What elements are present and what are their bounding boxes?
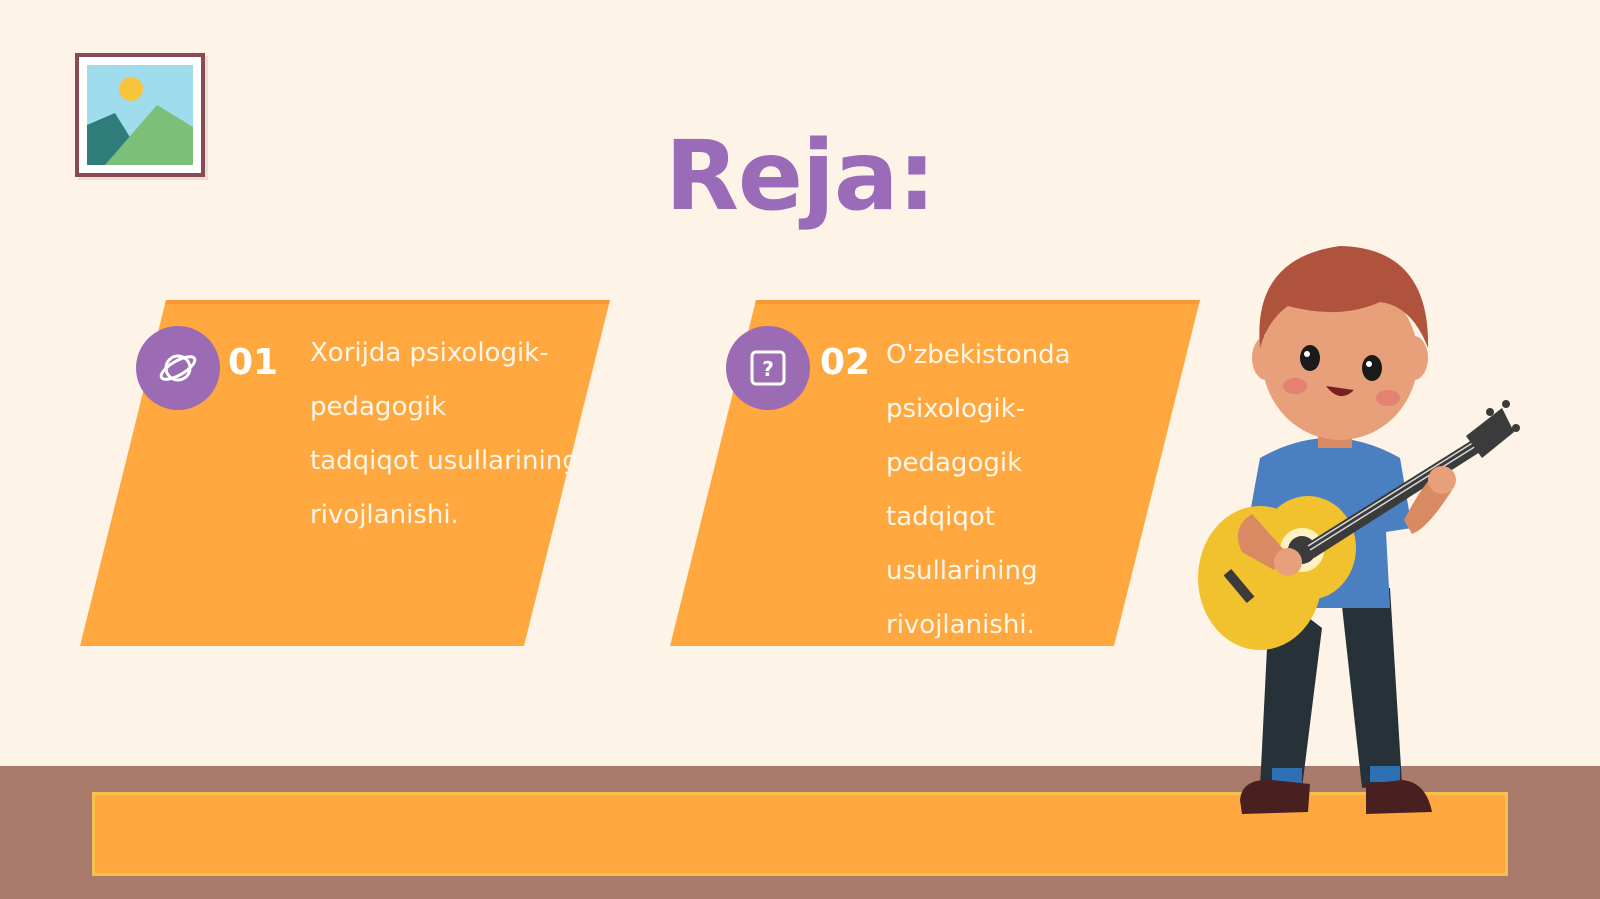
question-icon: ? bbox=[726, 326, 810, 410]
card-text: O'zbekistonda psixologik- pedagogik tadq… bbox=[886, 340, 1071, 640]
planet-icon bbox=[136, 326, 220, 410]
boy-with-guitar-illustration bbox=[1198, 246, 1520, 814]
slide-title: Reja: bbox=[664, 120, 936, 232]
card-number: 01 bbox=[228, 342, 279, 383]
card-02: ? 02 O'zbekistonda psixologik- pedagogik… bbox=[670, 300, 1230, 646]
card-01: 01 Xorijda psixologik- pedagogik tadqiqo… bbox=[80, 300, 640, 646]
card-text: Xorijda psixologik- pedagogik tadqiqot u… bbox=[310, 338, 579, 530]
card-number: 02 bbox=[820, 342, 871, 383]
svg-text:?: ? bbox=[762, 357, 774, 381]
landscape-picture-icon bbox=[75, 53, 205, 177]
